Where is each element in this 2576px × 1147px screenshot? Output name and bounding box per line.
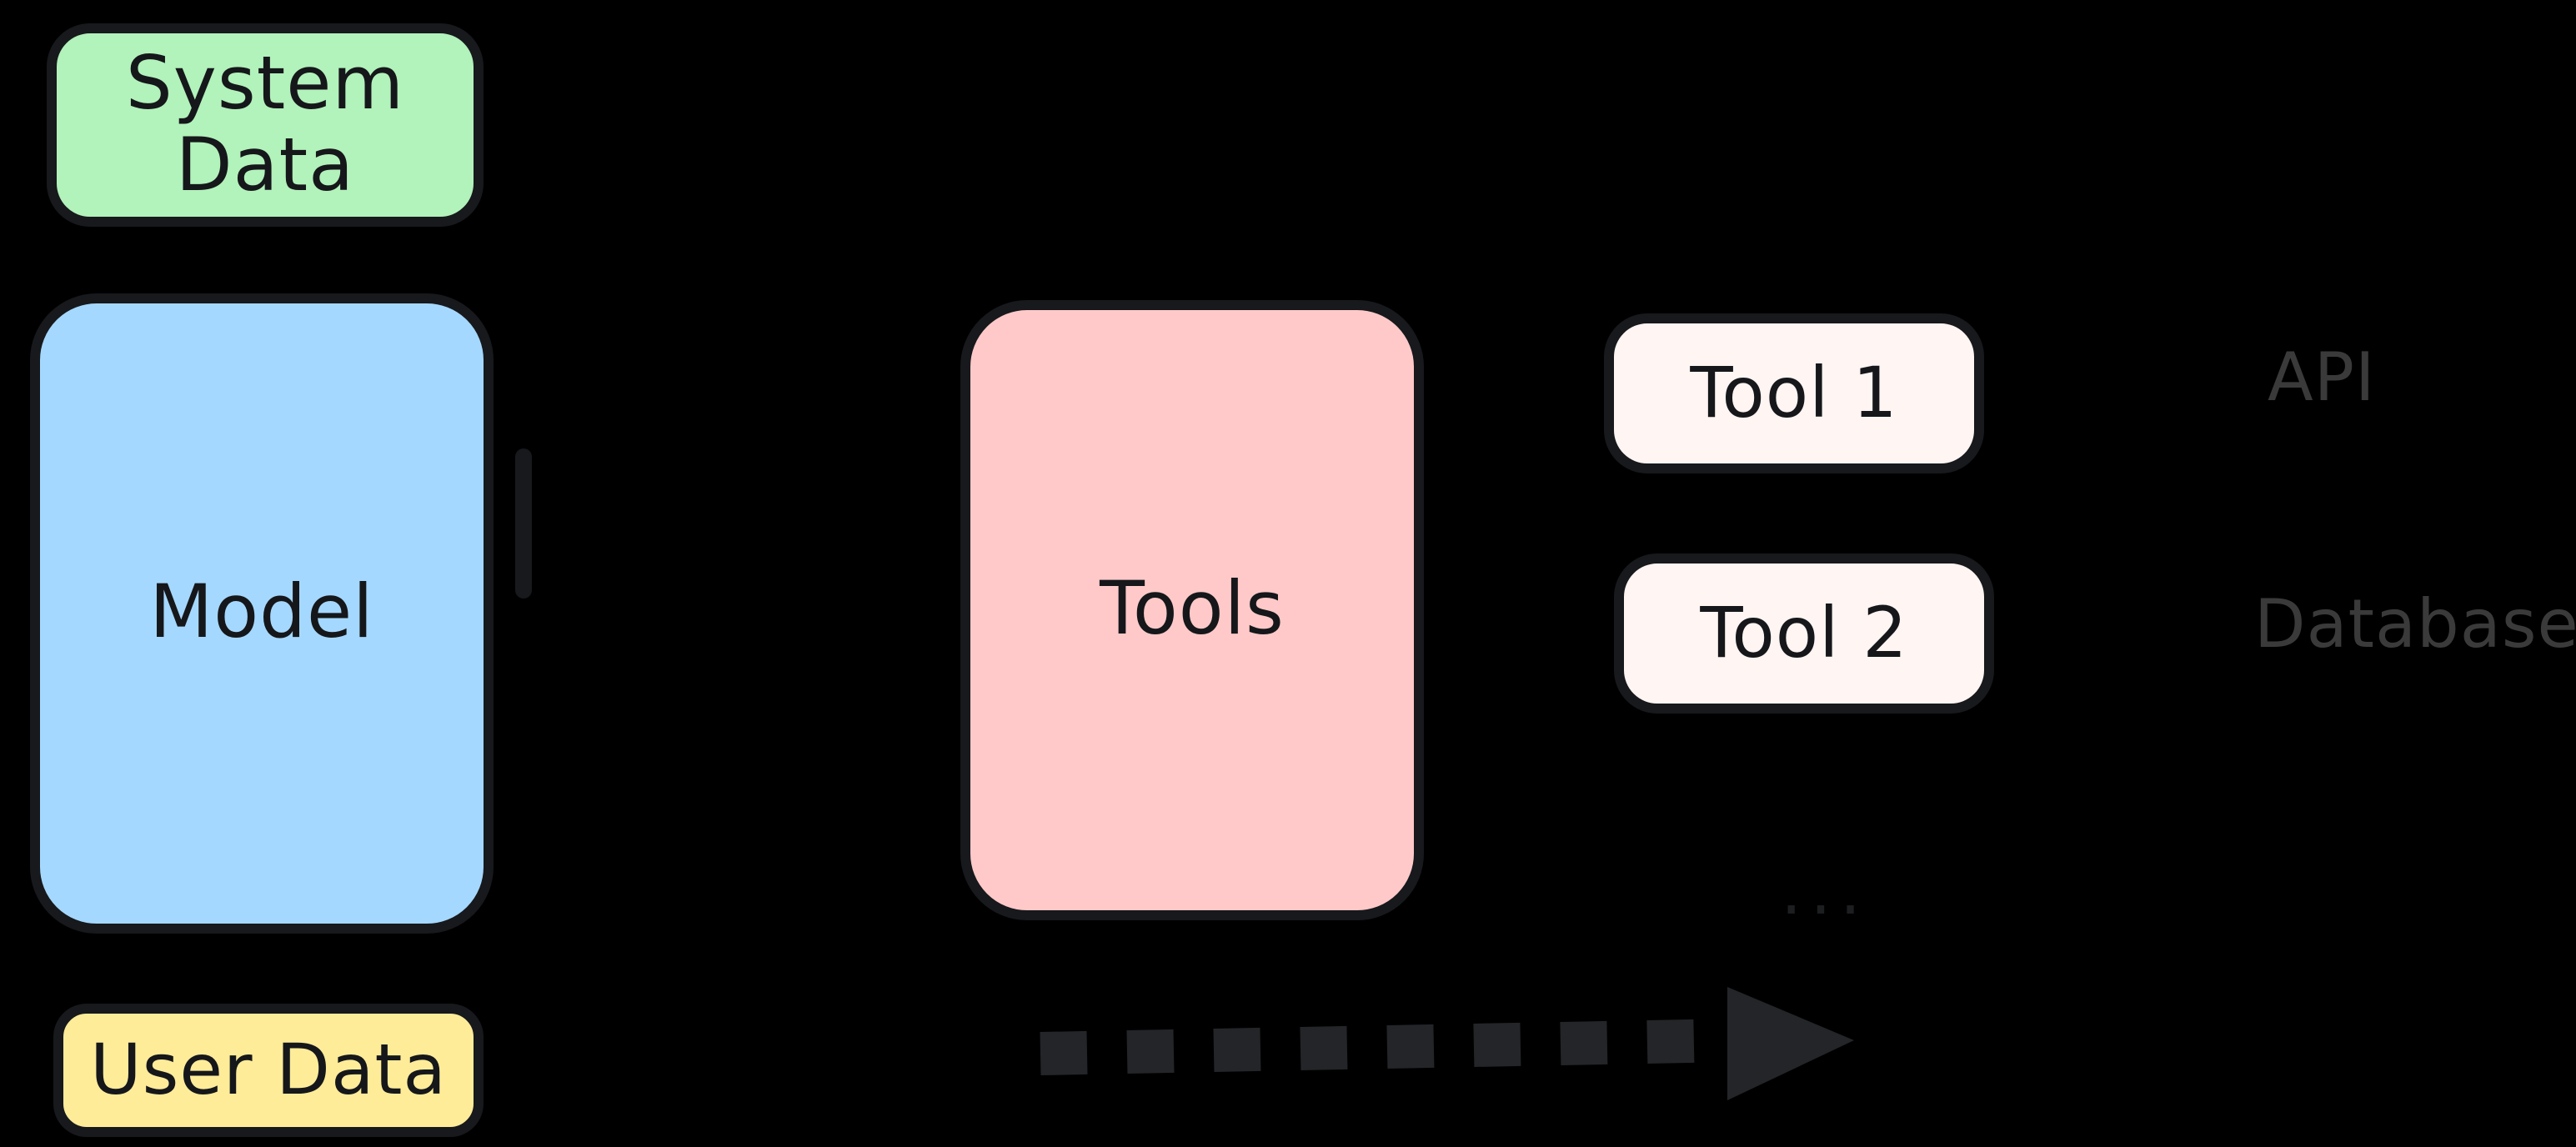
edge-model-tools-arrowhead	[1727, 987, 1854, 1100]
edge-label-api: API	[2268, 340, 2376, 417]
more-tools-ellipsis: ...	[1781, 854, 1870, 930]
node-model[interactable]: Model	[30, 293, 494, 934]
node-tool-2-label: Tool 2	[1700, 592, 1908, 674]
node-tools-label: Tools	[1100, 567, 1285, 653]
node-tools[interactable]: Tools	[960, 300, 1424, 920]
node-model-label: Model	[149, 570, 374, 656]
node-tool-1[interactable]: Tool 1	[1604, 313, 1984, 473]
node-tool-1-label: Tool 1	[1690, 352, 1898, 434]
node-system-data-line2: Data	[175, 123, 355, 208]
node-tool-2[interactable]: Tool 2	[1614, 553, 1994, 714]
node-system-data-line1: System	[125, 41, 405, 127]
edge-model-tools-dashed	[1040, 1019, 1735, 1075]
node-user-data-label: User Data	[90, 1029, 447, 1111]
node-system-data[interactable]: System Data	[47, 23, 484, 227]
node-user-data[interactable]: User Data	[53, 1004, 484, 1137]
edge-label-database: Database	[2254, 587, 2576, 664]
